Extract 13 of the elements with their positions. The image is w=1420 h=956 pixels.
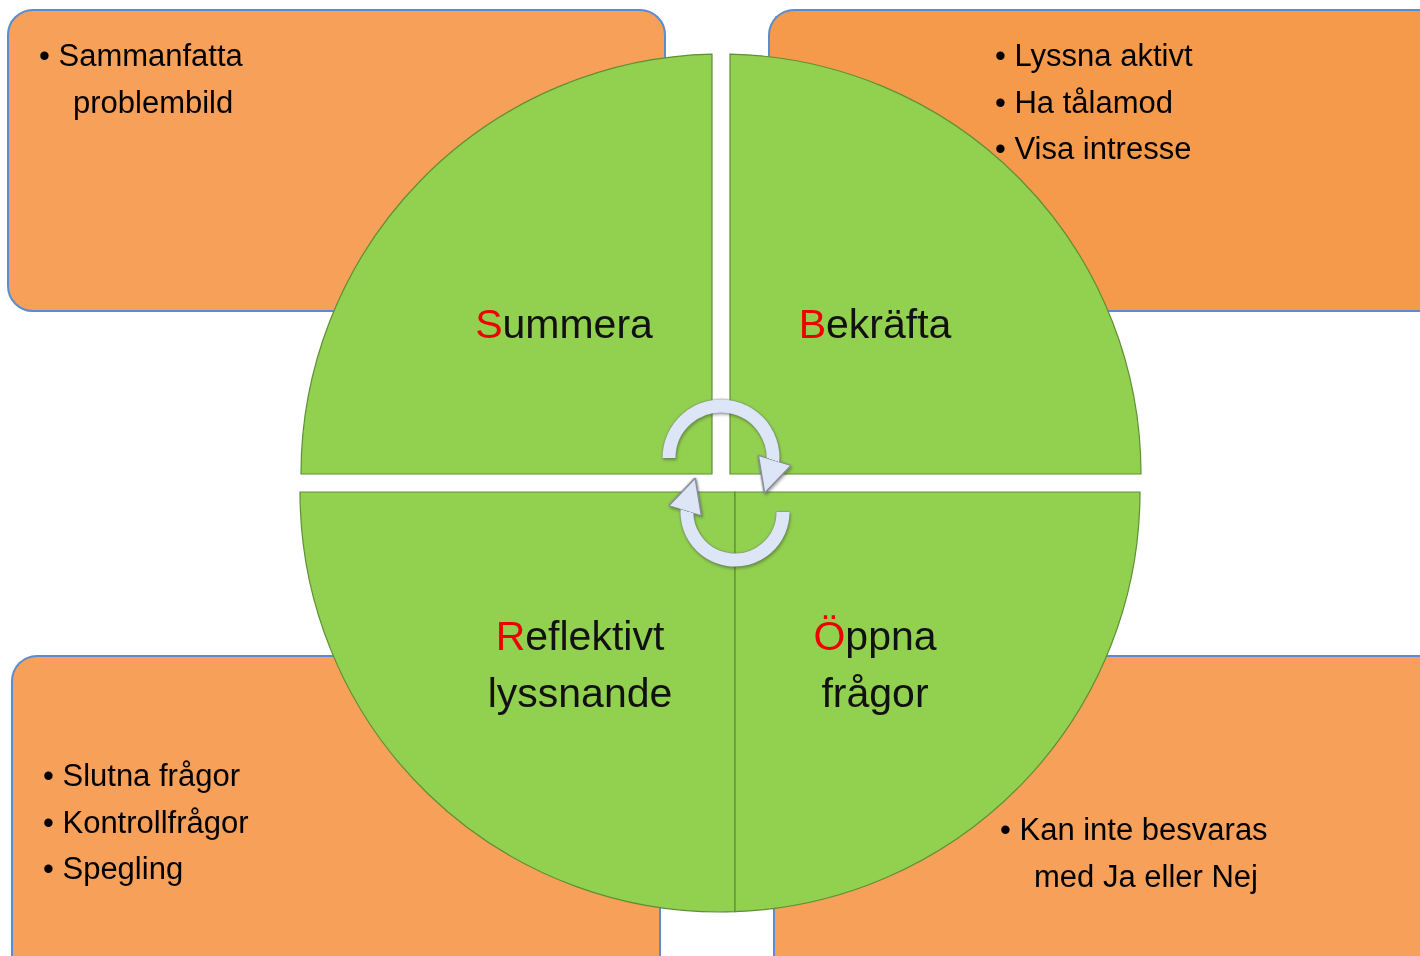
quadrant-label: Reflektivt lyssnande	[486, 612, 674, 719]
quadrant-label: Öppna frågor	[812, 612, 938, 719]
bullet-item: • Spegling	[43, 850, 185, 888]
quadrant-label: Bekräfta	[797, 300, 953, 349]
bullet-item: • Visa intresse	[995, 130, 1193, 168]
bullet-item: • Sammanfatta problembild	[39, 37, 244, 122]
bullet-item: • Lyssna aktivt	[995, 37, 1194, 75]
bullet-item: • Kontrollfrågor	[43, 803, 250, 842]
bullet-item: • Slutna frågor	[43, 757, 241, 795]
bullet-item: • Ha tålamod	[995, 83, 1174, 122]
quadrant-label: Summera	[474, 300, 654, 349]
cycle-arrow	[662, 399, 792, 494]
bullet-item: • Kan inte besvaras med Ja eller Nej	[1000, 811, 1269, 896]
